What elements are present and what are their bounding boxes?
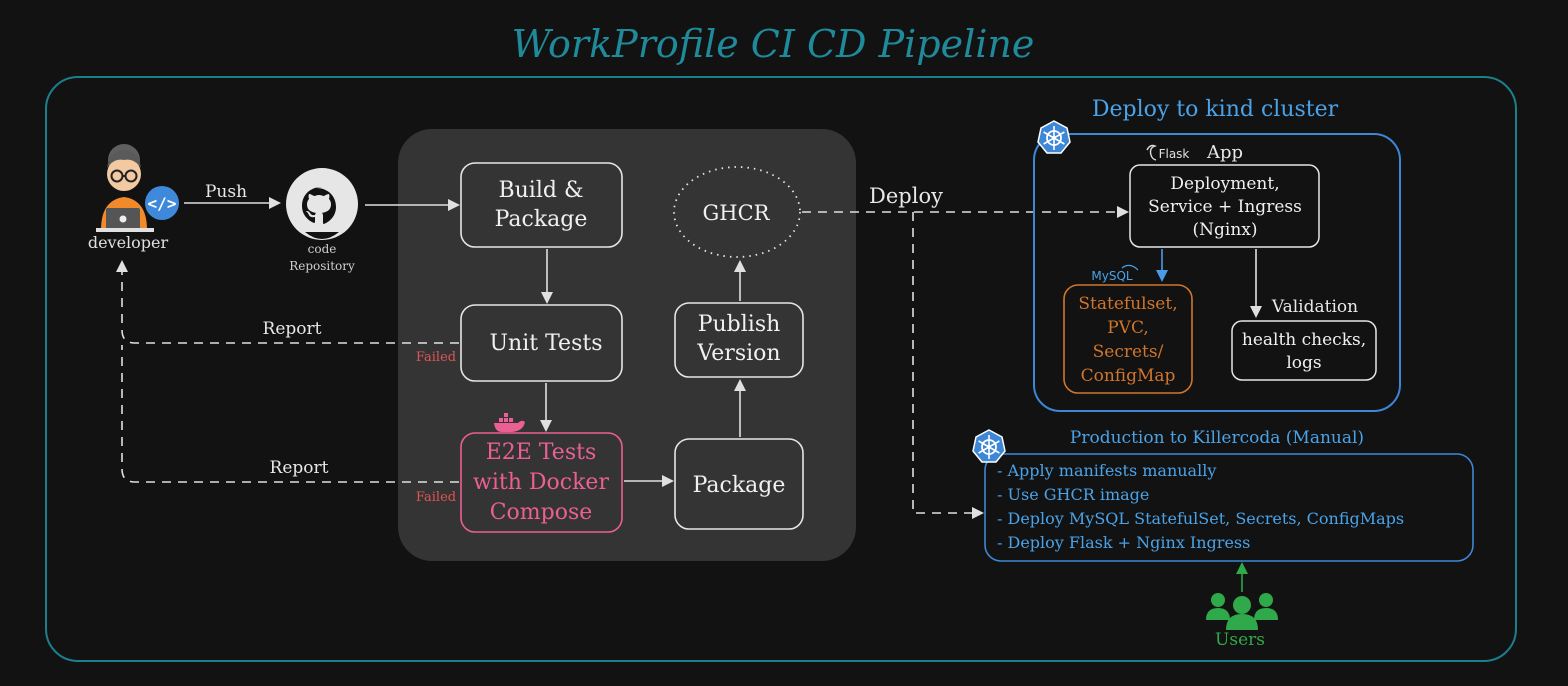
docker-icon [494,413,525,432]
health-checks-box [1231,320,1377,381]
production-step-2: - Use GHCR image [997,485,1149,504]
statefulset-line2: PVC, [1107,318,1149,338]
e2e-failed-label: Failed [416,490,456,505]
users-group-icon [1206,593,1278,630]
unit-tests-box [460,304,623,382]
deployment-label-line2: Service + Ingress [1148,197,1302,217]
statefulset-line1: Statefulset, [1078,294,1177,314]
mysql-icon: MySQL [1091,264,1139,283]
production-step-4: - Deploy Flask + Nginx Ingress [997,533,1250,552]
svg-text:</>: </> [148,194,177,213]
publish-label-line2: Version [696,341,780,366]
unit-tests-label: Unit Tests [490,331,603,356]
ghcr-label: GHCR [703,201,771,225]
health-line2: logs [1286,353,1321,373]
repo-label-line1: code [308,242,337,256]
ci-panel [398,129,856,561]
health-line1: health checks, [1242,330,1366,350]
production-step-3: - Deploy MySQL StatefulSet, Secrets, Con… [997,509,1404,528]
flask-icon [1146,144,1158,161]
statefulset-line4: ConfigMap [1081,366,1176,386]
push-label: Push [205,182,247,202]
e2e-label-line3: Compose [490,500,593,525]
publish-label-line1: Publish [698,312,781,337]
e2e-report-arrow [121,345,459,483]
kind-cluster-title: Deploy to kind cluster [1092,97,1339,122]
github-icon [286,168,358,240]
production-title: Production to Killercoda (Manual) [1070,428,1364,448]
statefulset-box [1063,284,1193,394]
production-box [984,453,1474,562]
svg-text:MySQL: MySQL [1091,269,1133,283]
e2e-report-label: Report [270,458,329,478]
deploy-arrow-production [912,212,984,519]
production-step-1: - Apply manifests manually [997,461,1216,480]
kubernetes-icon [1037,120,1071,154]
flask-label: Flask [1159,147,1190,161]
statefulset-line3: Secrets/ [1093,342,1164,362]
kind-cluster-frame [1033,133,1401,412]
diagram-title: WorkProfile CI CD Pipeline [512,22,1035,66]
developer-label: developer [88,233,169,252]
deployment-label-line1: Deployment, [1170,174,1279,194]
ghcr-node [673,166,801,258]
build-label-line2: Package [495,207,588,232]
unit-failed-label: Failed [416,350,456,365]
e2e-tests-box [460,432,623,533]
developer-avatar-icon [96,144,154,232]
publish-version-box [674,302,804,378]
build-package-box [460,162,623,248]
code-badge-icon: </> [145,186,179,220]
build-label-line1: Build & [498,178,583,203]
unit-report-arrow [116,260,459,344]
e2e-label-line1: E2E Tests [486,440,597,465]
package-box [674,438,804,530]
kubernetes-icon-production [972,429,1006,463]
unit-report-label: Report [263,319,322,339]
deployment-label-line3: (Nginx) [1193,220,1258,240]
deploy-label: Deploy [869,184,943,208]
repo-label-line2: Repository [289,259,355,273]
deployment-box [1129,164,1320,248]
package-label: Package [693,473,786,498]
app-label: App [1206,142,1243,163]
e2e-label-line2: with Docker [473,470,609,495]
validation-label: Validation [1271,297,1358,317]
outer-frame [45,76,1517,662]
users-label: Users [1215,630,1265,650]
